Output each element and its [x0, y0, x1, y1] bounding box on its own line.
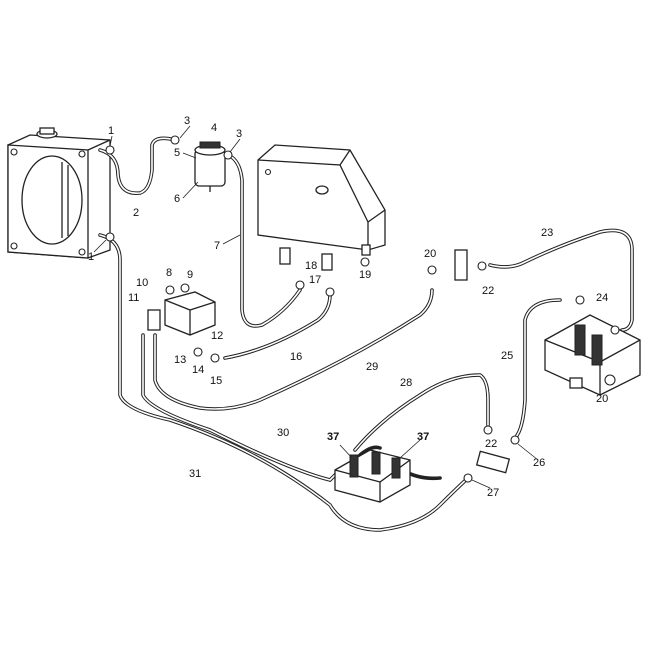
part-label: 18 — [305, 260, 317, 272]
part-label: 6 — [174, 193, 180, 205]
part-label: 9 — [187, 269, 193, 281]
part-label: 1 — [88, 251, 94, 263]
part-label: 23 — [541, 227, 553, 239]
control-valve-lower — [334, 449, 411, 503]
part-label: 29 — [366, 361, 378, 373]
part-labels: 1 3 4 3 5 6 2 7 1 10 8 9 11 12 13 14 15 … — [88, 115, 608, 499]
fittings — [105, 135, 620, 483]
part-label: 12 — [211, 330, 223, 342]
part-label: 13 — [174, 354, 186, 366]
part-label: 2 — [133, 207, 139, 219]
part-label: 19 — [359, 269, 371, 281]
part-label: 20 — [424, 248, 436, 260]
part-label: 27 — [487, 487, 499, 499]
part-label: 22 — [482, 285, 494, 297]
part-label: 17 — [309, 274, 321, 286]
part-label: 11 — [128, 292, 139, 304]
part-label: 10 — [136, 277, 148, 289]
part-label: 3 — [236, 128, 242, 140]
part-label: 24 — [596, 292, 608, 304]
part-label: 37 — [327, 431, 339, 443]
part-label: 31 — [189, 468, 201, 480]
part-label: 20 — [596, 393, 608, 405]
part-label: 16 — [290, 351, 302, 363]
part-label: 3 — [184, 115, 190, 127]
part-label: 25 — [501, 350, 513, 362]
oil-tank — [257, 144, 386, 271]
part-label: 37 — [417, 431, 429, 443]
part-label: 22 — [485, 438, 497, 450]
radiator — [7, 127, 111, 259]
hoses — [98, 136, 634, 532]
part-label: 26 — [533, 457, 545, 469]
part-label: 5 — [174, 147, 180, 159]
filter — [194, 141, 226, 192]
part-label: 4 — [211, 122, 217, 134]
leader-lines — [93, 125, 539, 489]
part-label: 30 — [277, 427, 289, 439]
pump — [147, 283, 220, 363]
part-label: 8 — [166, 267, 172, 279]
part-label: 7 — [214, 240, 220, 252]
control-valve-right — [544, 314, 641, 396]
part-label: 14 — [192, 364, 204, 376]
part-label: 1 — [108, 125, 114, 137]
part-label: 28 — [400, 377, 412, 389]
part-label: 15 — [210, 375, 222, 387]
